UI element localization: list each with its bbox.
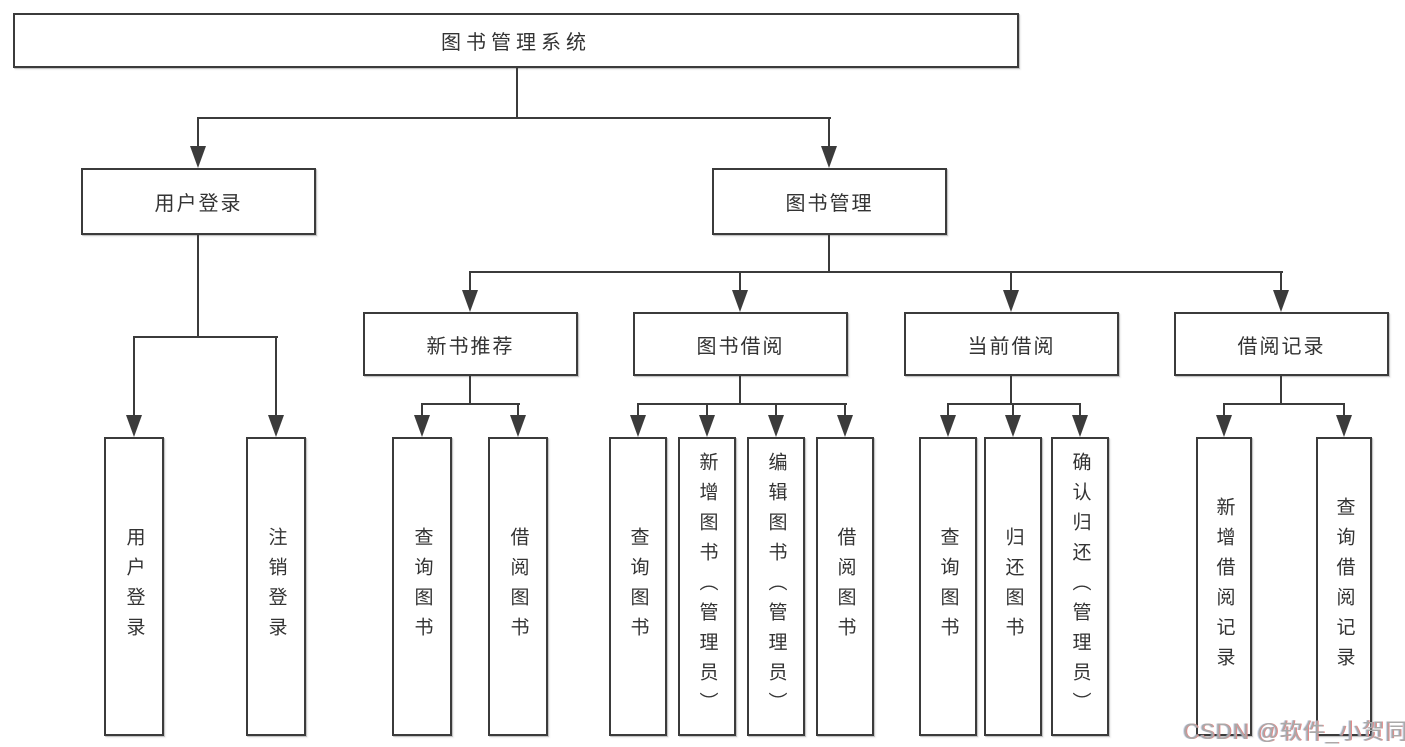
leaf-query-books-borrow-label: 查询图书 [627,526,649,647]
node-new-book-rec-label: 新书推荐 [426,335,515,358]
connector-to-user-login [197,117,199,147]
node-current-borrow: 当前借阅 [904,312,1119,376]
node-new-book-rec: 新书推荐 [363,312,578,376]
leaf-query-borrow-record-label: 查询借阅记录 [1333,496,1355,677]
leaf-query-borrow-record: 查询借阅记录 [1316,437,1372,736]
connector-to-book-mgmt [828,117,830,147]
connector-new-book-rec-hbar [421,403,520,405]
csdn-watermark: CSDN @软件_小贺同学 [1183,719,1405,744]
node-user-login-label: 用户登录 [154,193,243,215]
arrow-down-icon [837,415,853,437]
node-current-borrow-label: 当前借阅 [967,335,1056,358]
arrow-down-icon [1072,415,1088,437]
arrow-down-icon [940,415,956,437]
connector-leaf [637,403,639,417]
connector-user-login-stem [197,233,199,337]
connector-borrow-record-hbar [1223,403,1345,405]
connector-to-book-borrow [739,271,741,291]
leaf-borrow-books-rec: 借阅图书 [488,437,548,736]
leaf-add-books-admin: 新增图书（管理员） [678,437,736,736]
connector-book-mgmt-stem [828,233,830,273]
connector-leaf [775,403,777,417]
connector-to-borrow-record [1280,271,1282,291]
connector-leaf [947,403,949,417]
leaf-query-books-rec: 查询图书 [392,437,452,736]
leaf-borrow-books-label: 借阅图书 [834,526,856,647]
connector-leaf [517,403,519,417]
connector-to-current-borrow [1010,271,1012,291]
connector-leaf [844,403,846,417]
connector-to-leaf-login [133,336,135,416]
node-book-mgmt-label: 图书管理 [785,193,874,215]
node-borrow-record-label: 借阅记录 [1237,335,1326,358]
arrow-down-icon [1003,290,1019,312]
connector-to-leaf-logout [275,336,277,416]
connector-book-mgmt-hbar [469,271,1283,273]
arrow-down-icon [126,415,142,437]
leaf-query-books-rec-label: 查询图书 [411,526,433,647]
arrow-down-icon [510,415,526,437]
leaf-edit-books-admin-label: 编辑图书（管理员） [765,451,787,722]
leaf-user-login: 用户登录 [104,437,164,736]
leaf-borrow-books-rec-label: 借阅图书 [507,526,529,647]
leaf-user-login-label: 用户登录 [123,526,145,647]
node-book-borrow-label: 图书借阅 [696,335,785,358]
arrow-down-icon [462,290,478,312]
leaf-confirm-return-admin: 确认归还（管理员） [1051,437,1109,736]
connector-to-new-book-rec [469,271,471,291]
leaf-query-books-borrow: 查询图书 [609,437,667,736]
connector-current-borrow-hbar [947,403,1081,405]
connector-root-stem [516,68,518,118]
arrow-down-icon [1336,415,1352,437]
leaf-return-books: 归还图书 [984,437,1042,736]
arrow-down-icon [414,415,430,437]
connector-leaf [706,403,708,417]
leaf-add-borrow-record-label: 新增借阅记录 [1213,496,1235,677]
arrow-down-icon [732,290,748,312]
leaf-confirm-return-admin-label: 确认归还（管理员） [1069,451,1091,722]
connector-user-login-hbar [133,336,278,338]
connector-leaf [421,403,423,417]
connector-leaf [1343,403,1345,417]
leaf-edit-books-admin: 编辑图书（管理员） [747,437,805,736]
arrow-down-icon [699,415,715,437]
connector-current-borrow-stem [1010,375,1012,405]
arrow-down-icon [190,146,206,168]
leaf-borrow-books: 借阅图书 [816,437,874,736]
connector-book-borrow-stem [739,375,741,405]
connector-borrow-record-stem [1280,375,1282,405]
connector-book-borrow-hbar [637,403,847,405]
leaf-return-books-label: 归还图书 [1002,526,1024,647]
leaf-logout: 注销登录 [246,437,306,736]
connector-root-hbar [197,117,831,119]
connector-leaf [1079,403,1081,417]
leaf-query-books-current: 查询图书 [919,437,977,736]
leaf-logout-label: 注销登录 [265,526,287,647]
connector-new-book-rec-stem [469,375,471,405]
arrow-down-icon [821,146,837,168]
node-borrow-record: 借阅记录 [1174,312,1389,376]
node-book-mgmt: 图书管理 [712,168,947,235]
arrow-down-icon [630,415,646,437]
arrow-down-icon [768,415,784,437]
leaf-query-books-current-label: 查询图书 [937,526,959,647]
node-user-login: 用户登录 [81,168,316,235]
arrow-down-icon [1216,415,1232,437]
node-root: 图书管理系统 [13,13,1019,68]
leaf-add-books-admin-label: 新增图书（管理员） [696,451,718,722]
arrow-down-icon [268,415,284,437]
connector-leaf [1223,403,1225,417]
arrow-down-icon [1273,290,1289,312]
node-root-label: 图书管理系统 [441,32,591,54]
connector-leaf [1012,403,1014,417]
leaf-add-borrow-record: 新增借阅记录 [1196,437,1252,736]
arrow-down-icon [1005,415,1021,437]
node-book-borrow: 图书借阅 [633,312,848,376]
